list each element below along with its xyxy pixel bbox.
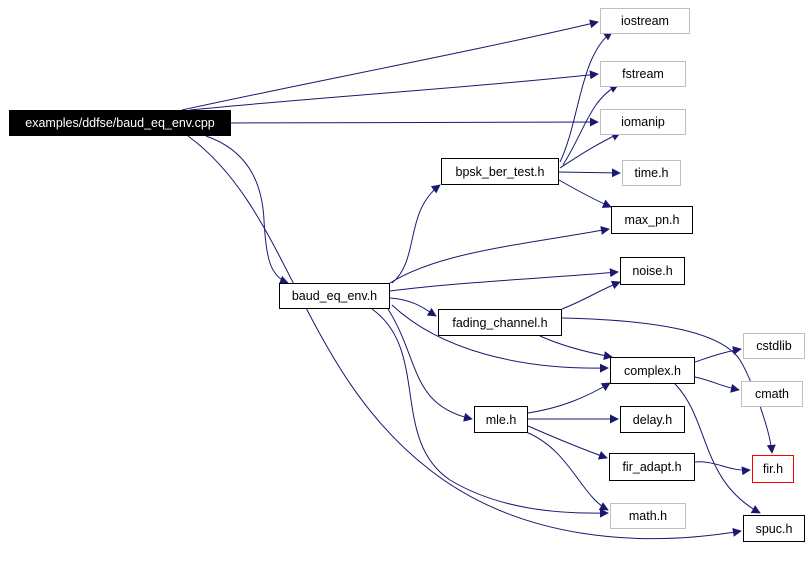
node-time-h[interactable]: time.h: [622, 160, 681, 186]
node-iostream[interactable]: iostream: [600, 8, 690, 34]
node-iomanip[interactable]: iomanip: [600, 109, 686, 135]
node-math-h[interactable]: math.h: [610, 503, 686, 529]
edge-root-to-spuc: [187, 135, 742, 540]
edge-root-to-iostream: [181, 19, 599, 111]
node-cstdlib[interactable]: cstdlib: [743, 333, 805, 359]
edge-baud-to-maxpn: [389, 226, 610, 284]
node-max-pn-h[interactable]: max_pn.h: [611, 206, 693, 234]
node-fstream[interactable]: fstream: [600, 61, 686, 87]
node-delay-h[interactable]: delay.h: [620, 406, 685, 433]
node-fading-channel-h[interactable]: fading_channel.h: [438, 309, 562, 336]
node-cmath[interactable]: cmath: [741, 381, 803, 407]
edge-complex-to-spuc: [674, 383, 761, 514]
node-spuc-h[interactable]: spuc.h: [743, 515, 805, 542]
edge-mle-to-firadapt: [527, 425, 608, 460]
edge-complex-to-cmath: [694, 376, 740, 393]
edge-root-to-fstream: [189, 70, 599, 111]
node-baud-eq-env-cpp[interactable]: examples/ddfse/baud_eq_env.cpp: [9, 110, 231, 136]
edge-baud-to-mle: [387, 308, 473, 422]
edge-mle-to-complex: [527, 382, 611, 414]
edge-bpsk-to-iostream: [559, 31, 613, 163]
edge-root-to-baud: [205, 135, 289, 285]
node-fir-h[interactable]: fir.h: [752, 455, 794, 483]
node-noise-h[interactable]: noise.h: [620, 257, 685, 285]
node-bpsk-ber-test-h[interactable]: bpsk_ber_test.h: [441, 158, 559, 185]
edge-bpsk-to-iomanip: [559, 132, 621, 169]
edge-fading-to-complex: [539, 335, 613, 360]
edge-root-to-iomanip: [230, 117, 599, 127]
edge-baud-to-bpsk: [391, 184, 441, 284]
edge-complex-to-cstdlib: [694, 346, 742, 363]
edge-mle-to-math: [525, 431, 609, 511]
edge-baud-to-math: [371, 308, 609, 518]
node-mle-h[interactable]: mle.h: [474, 406, 528, 433]
edge-baud-to-complex: [391, 304, 609, 373]
edge-baud-to-fading: [389, 297, 437, 317]
edge-baud-to-noise: [389, 268, 619, 292]
node-baud-eq-env-h[interactable]: baud_eq_env.h: [279, 283, 390, 309]
edge-bpsk-to-maxpn: [558, 179, 612, 208]
node-fir-adapt-h[interactable]: fir_adapt.h: [609, 453, 695, 481]
edge-fading-to-noise: [561, 280, 621, 310]
node-complex-h[interactable]: complex.h: [610, 357, 695, 384]
edge-bpsk-to-time: [558, 168, 621, 178]
edge-bpsk-to-fstream: [562, 84, 619, 166]
edge-firadapt-to-fir: [694, 461, 751, 476]
